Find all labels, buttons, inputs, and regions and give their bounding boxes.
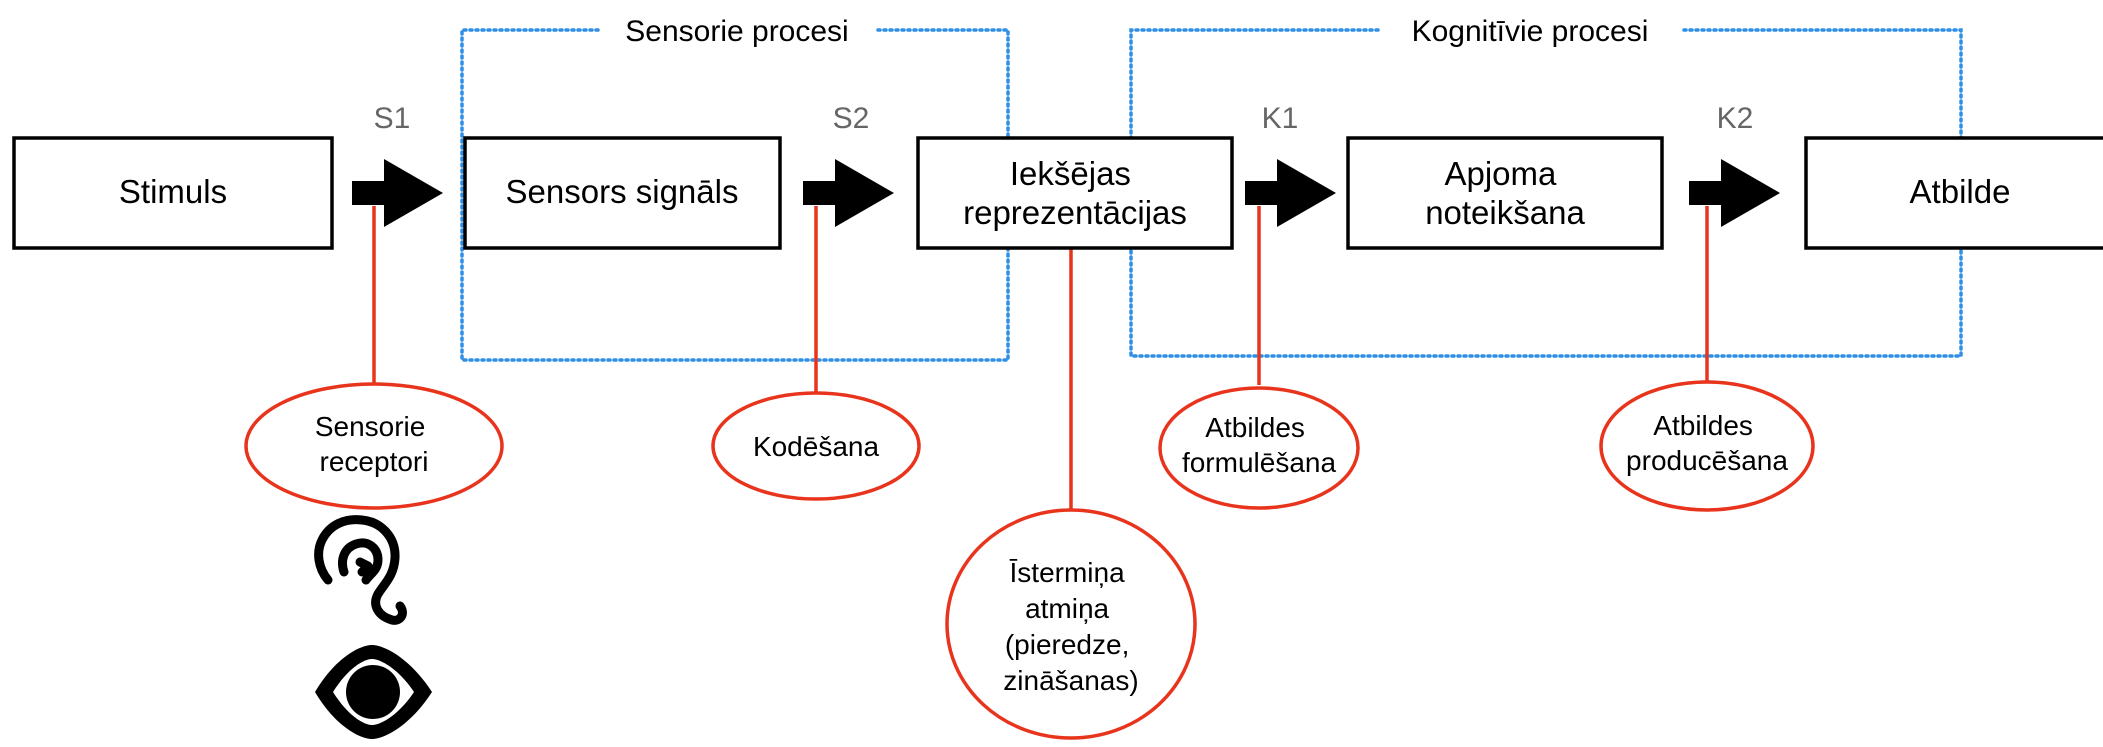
eye-icon	[315, 645, 432, 739]
process-coding: Kodēšana	[711, 391, 921, 501]
process-formulation-label: Atbildes formulēšana	[1182, 412, 1337, 478]
ear-icon	[314, 515, 407, 625]
group-sensory: Sensorie procesi	[460, 15, 1010, 362]
arrow-s2-icon	[803, 159, 894, 227]
process-receptors-label: Sensorie receptori	[315, 411, 433, 477]
stage-response: Atbilde	[1804, 136, 2103, 250]
group-cognitive: Kognitīvie procesi	[1129, 15, 1963, 358]
group-sensory-label: Sensorie procesi	[625, 15, 848, 48]
stage-response-label: Atbilde	[1910, 173, 2011, 210]
process-short-term-memory: Īstermiņa atmiņa (pieredze, zināšanas)	[945, 508, 1197, 740]
stage-scope-label: Apjoma noteikšana	[1425, 155, 1585, 231]
process-formulation: Atbildes formulēšana	[1158, 386, 1360, 510]
stage-scope-determination: Apjoma noteikšana	[1346, 136, 1664, 250]
process-coding-label: Kodēšana	[753, 431, 880, 462]
stage-internal-representations: Iekšējas reprezentācijas	[916, 136, 1234, 250]
step-label-s1: S1	[374, 102, 411, 135]
stage-sensor-signal-label: Sensors signāls	[506, 173, 739, 210]
arrow-k2-icon	[1689, 159, 1780, 227]
arrow-k1-icon	[1245, 159, 1336, 227]
process-receptors: Sensorie receptori	[244, 382, 504, 510]
group-cognitive-label: Kognitīvie procesi	[1412, 15, 1649, 48]
stage-sensor-signal: Sensors signāls	[463, 136, 782, 250]
stage-internal-representations-label: Iekšējas reprezentācijas	[963, 155, 1187, 231]
stage-stimulus: Stimuls	[12, 136, 334, 250]
stage-stimulus-label: Stimuls	[119, 173, 227, 210]
connectors	[372, 206, 1709, 522]
arrow-s1-icon	[352, 159, 443, 227]
step-label-s2: S2	[833, 102, 870, 135]
process-memory-label: Īstermiņa atmiņa (pieredze, zināšanas)	[1003, 557, 1138, 696]
step-label-k1: K1	[1262, 102, 1299, 135]
arrows	[352, 159, 1780, 227]
process-production: Atbildes producēšana	[1599, 380, 1815, 512]
process-production-label: Atbildes producēšana	[1626, 410, 1788, 476]
step-label-k2: K2	[1717, 102, 1754, 135]
